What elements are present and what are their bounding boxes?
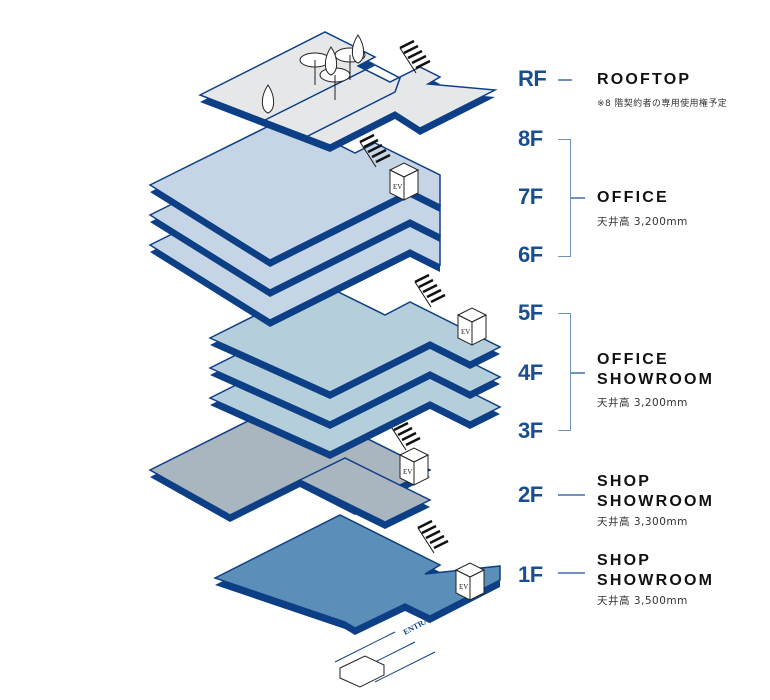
svg-text:EV: EV [461,328,470,336]
svg-text:EV: EV [403,468,412,476]
ceiling-height-office-showroom: 天井高 3,200mm [597,397,688,409]
rooftop-terrace-outline [264,64,401,141]
use-title-office-showroom-line-1: OFFICE [597,351,669,368]
connector-office [571,197,585,199]
rooftop-note: ※8 階契約者の専用使用権予定 [597,99,728,109]
bracket-office-showroom [558,313,571,431]
elevator-icon-2f: EV [398,447,430,486]
floor-label-4f: 4F [518,360,543,385]
tree-icon [351,34,365,64]
ceiling-height-shop-2f: 天井高 3,300mm [597,516,688,528]
use-title-shop-1f-line-1: SHOP [597,552,652,569]
floor-label-2f: 2F [518,482,543,507]
use-title-shop-1f: SHOP SHOWROOM [597,551,714,591]
stairs-icon-8f [359,133,391,168]
tree-icon [324,46,338,76]
floor-label-rf: RF [518,66,547,91]
use-title-shop-1f-line-2: SHOWROOM [597,572,715,589]
floor-plate-2f-ext [298,457,432,529]
use-title-office: OFFICE [597,188,669,208]
elevator-icon-1f: EV [454,562,486,601]
use-title-office-line: OFFICE [597,189,669,206]
floor-label-1f: 1F [518,562,543,587]
floor-plate-1f [213,514,501,635]
use-title-shop-2f-line-2: SHOWROOM [597,493,715,510]
use-title-office-showroom: OFFICE SHOWROOM [597,350,714,390]
floor-label-5f: 5F [518,300,543,325]
floor-plate-rf-top [198,31,498,146]
floor-label-3f: 3F [518,418,543,443]
use-title-shop-2f: SHOP SHOWROOM [597,472,714,512]
elevator-icon-8f: EV [388,162,420,201]
stairs-icon-1f [417,519,449,554]
floor-plate-1f-top [213,514,501,629]
ceiling-height-office: 天井高 3,200mm [597,216,688,228]
floor-label-8f: 8F [518,126,543,151]
ceiling-height-shop-1f: 天井高 3,500mm [597,595,688,607]
floor-plate-2f-ext-top [298,457,432,523]
bracket-office [558,139,571,257]
tree-icon [261,84,275,114]
car-icon [339,655,385,688]
floor-plate-rf [198,31,498,152]
svg-text:EV: EV [393,183,402,191]
connector-office-showroom [571,372,585,374]
parking-line-0 [334,631,396,663]
use-title-shop-2f-line-1: SHOP [597,473,652,490]
use-title-rooftop-line: ROOFTOP [597,71,692,88]
elevator-icon-5f: EV [456,307,488,346]
floor-label-7f: 7F [518,184,543,209]
parking-line-2 [374,651,436,683]
stairs-icon-5f [414,273,446,308]
connector-rf [558,79,572,81]
stairs-icon-rf [399,39,431,74]
use-title-rooftop: ROOFTOP [597,70,691,90]
connector-2f [558,494,585,496]
use-title-office-showroom-line-2: SHOWROOM [597,371,715,388]
connector-1f [558,572,585,574]
floor-label-6f: 6F [518,242,543,267]
svg-text:EV: EV [459,583,468,591]
